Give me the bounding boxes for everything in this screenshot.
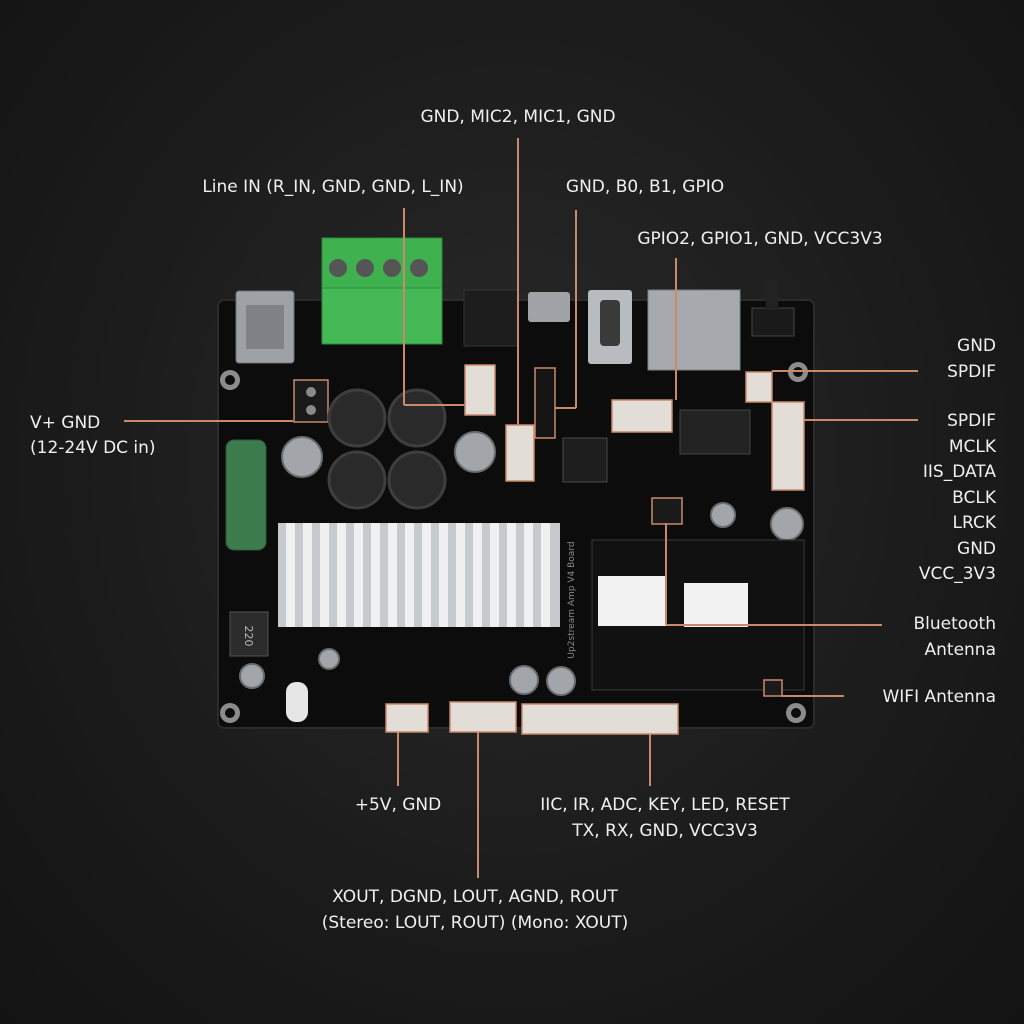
- ethernet-port: [647, 289, 741, 371]
- board-name-silkscreen: Up2stream Amp V4 Board: [567, 541, 577, 658]
- capacitors: [239, 431, 804, 696]
- iis-pin-label: MCLK: [948, 436, 996, 457]
- leader-lines: [124, 138, 918, 878]
- mounting-holes: [220, 362, 808, 723]
- callout-line-in: Line IN (R_IN, GND, GND, L_IN): [202, 177, 464, 197]
- callout-misc-line1: IIC, IR, ADC, KEY, LED, RESET: [540, 795, 790, 815]
- callout-spdif-out-gnd: GND: [957, 336, 996, 356]
- ethernet-transformer: [679, 409, 751, 455]
- callout-bluetooth-line1: Bluetooth: [913, 614, 996, 634]
- reset-button: [751, 307, 795, 337]
- power-header: [293, 379, 329, 423]
- iis-pin-label: SPDIF: [947, 411, 996, 431]
- callout-mic: GND, MIC2, MIC1, GND: [420, 107, 616, 127]
- callout-bluetooth-line2: Antenna: [924, 639, 997, 660]
- callout-spdif-out: GND SPDIF: [947, 334, 996, 385]
- callout-power-input: (12-24V DC in): [30, 438, 156, 458]
- header-misc: [521, 703, 679, 735]
- usb-port: [528, 292, 570, 322]
- header-gpio-2: [611, 399, 673, 433]
- inductor-220: [229, 611, 269, 657]
- inductor-mark: 220: [242, 626, 255, 647]
- callout-power-pins: V+ GND: [30, 413, 101, 433]
- dsp-chip: [562, 437, 608, 483]
- callout-audio-out-line1: XOUT, DGND, LOUT, AGND, ROUT: [332, 887, 618, 907]
- bulk-capacitor: [225, 439, 267, 551]
- header-iis: [771, 401, 805, 491]
- header-gpio-b: [534, 367, 556, 439]
- callout-5v: +5V, GND: [354, 795, 442, 815]
- heatsink: [278, 523, 560, 627]
- header-line-in: [464, 364, 496, 416]
- callout-iis-pins: SPDIF MCLK IIS_DATA BCLK LRCK GND VCC_3V…: [919, 409, 996, 588]
- callout-gpio-2: GPIO2, GPIO1, GND, VCC3V3: [637, 229, 883, 249]
- header-audio-out: [449, 701, 517, 733]
- callout-misc-line2: TX, RX, GND, VCC3V3: [572, 821, 758, 841]
- callout-gpio-b: GND, B0, B1, GPIO: [565, 177, 725, 197]
- callout-bluetooth-antenna: Bluetooth Antenna: [913, 612, 996, 663]
- iis-pin-label: GND: [957, 538, 996, 559]
- ir-receiver: [286, 682, 308, 722]
- iis-pin-label: VCC_3V3: [918, 564, 996, 584]
- callout-spdif-out-signal: SPDIF: [947, 361, 996, 382]
- header-wifi-antenna: [763, 679, 783, 697]
- header-bt-antenna: [651, 497, 683, 525]
- callout-audio-out-line2: (Stereo: LOUT, ROUT) (Mono: XOUT): [321, 913, 629, 933]
- iis-pin-label: LRCK: [952, 513, 996, 533]
- line-in-terminal-block: [321, 237, 443, 345]
- header-spdif-out: [745, 371, 773, 403]
- callout-wifi-antenna: WIFI Antenna: [882, 687, 996, 707]
- iis-pin-label: IIS_DATA: [922, 462, 996, 482]
- header-mic: [505, 424, 535, 482]
- header-5v: [385, 703, 429, 733]
- audio-jack: [463, 289, 519, 347]
- iis-pin-label: BCLK: [952, 487, 996, 508]
